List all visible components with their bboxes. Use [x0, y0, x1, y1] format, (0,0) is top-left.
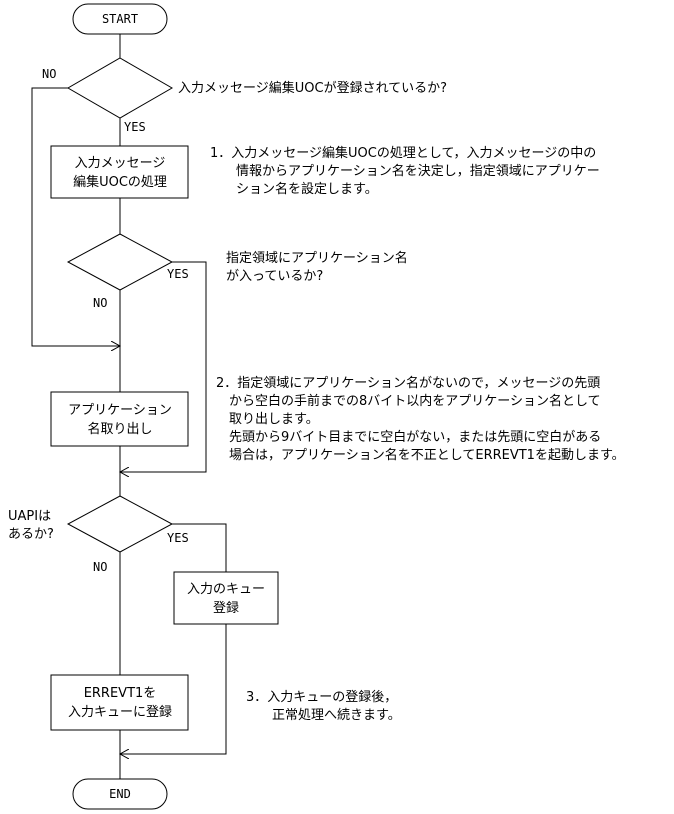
decision-app-name-question-line2: が入っているか?	[226, 269, 323, 284]
process-extract-app-name	[50, 391, 189, 447]
note-3: 3．入力キューの登録後， 正常処理へ続きます。	[246, 690, 401, 723]
process-register-errevt1	[50, 674, 189, 731]
decision-uoc-question: 入力メッセージ編集UOCが登録されているか?	[178, 80, 447, 96]
decision-uapi-no-label: NO	[93, 560, 107, 574]
process-input-queue-register	[173, 571, 279, 625]
process-errevt1-line1: ERREVT1を	[84, 686, 157, 701]
start-label: START	[102, 12, 138, 26]
decision-app-name-question-line1: 指定領域にアプリケーション名	[226, 250, 408, 266]
decision-uoc-registered	[66, 57, 174, 119]
decision-uapi-yes-label: YES	[167, 531, 189, 545]
decision-uapi-question-line2: あるか?	[8, 527, 54, 542]
decision-app-name-yes-label: YES	[167, 267, 189, 281]
process-queue-line2: 登録	[213, 601, 239, 616]
decision-uapi-question-line1: UAPIは	[8, 509, 51, 524]
process-extract-line1: アプリケーション	[68, 403, 172, 418]
note-2: 2．指定領域にアプリケーション名がないので，メッセージの先頭 から空白の手前まで…	[216, 376, 625, 463]
decision-uoc-yes-label: YES	[124, 120, 146, 134]
decision-app-name-set	[66, 233, 174, 291]
process-uoc-line1: 入力メッセージ	[75, 156, 166, 171]
decision-app-name-no-label: NO	[93, 296, 107, 310]
process-extract-line2: 名取り出し	[87, 421, 152, 437]
process-queue-line1: 入力のキュー	[187, 582, 265, 597]
note-1: 1．入力メッセージ編集UOCの処理として，入力メッセージの中の 情報からアプリケ…	[210, 146, 600, 197]
decision-uoc-no-label: NO	[42, 67, 56, 81]
process-errevt1-line2: 入力キューに登録	[68, 705, 172, 720]
process-uoc-line2: 編集UOCの処理	[73, 174, 167, 190]
end-terminal	[72, 778, 168, 810]
decision-uapi-exists	[66, 495, 174, 553]
end-label: END	[109, 787, 131, 801]
process-uoc-handling	[50, 145, 189, 199]
